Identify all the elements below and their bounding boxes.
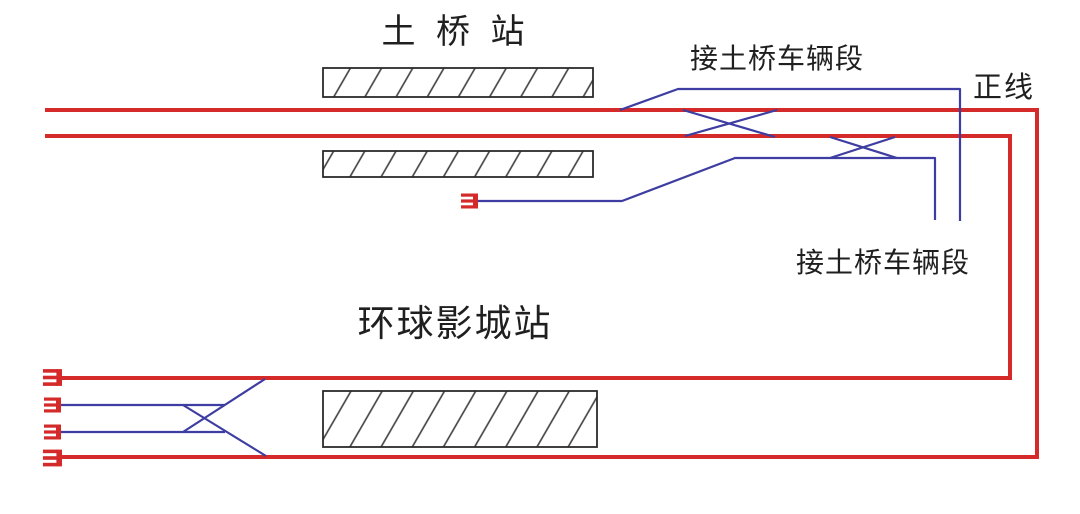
- main-crossover-leg-2: [684, 108, 778, 138]
- buffer-stop-icon: [44, 397, 61, 413]
- main-line-outer: [45, 108, 1039, 459]
- main-line-inner: [45, 134, 1012, 380]
- buffer-stop-icon: [44, 424, 61, 440]
- storage-diagonal-down: [182, 404, 267, 457]
- platform-tuqiao-lower: [322, 150, 594, 178]
- platforms: [322, 67, 598, 448]
- siding-lines: [61, 87, 962, 457]
- main-lines: [45, 108, 1039, 459]
- siding-crossover-leg-2: [829, 135, 896, 160]
- station-label-universal: 环球影城站: [357, 304, 553, 345]
- depot-connection-upper: [619, 87, 962, 221]
- buffer-stop-icon: [42, 369, 62, 386]
- station-label-tuqiao: 土 桥 站: [381, 14, 531, 51]
- buffer-stop-icon: [42, 449, 62, 467]
- pocket-track-depot-connection-lower: [478, 156, 937, 220]
- storage-diagonal-up: [182, 378, 266, 433]
- buffer-stop-icon: [461, 193, 478, 209]
- main-line-label: 正线: [972, 72, 1036, 104]
- depot-link-label-lower: 接土桥车辆段: [795, 248, 971, 279]
- platform-universal: [322, 390, 598, 448]
- depot-link-label-upper: 接土桥车辆段: [689, 44, 865, 75]
- platform-tuqiao-upper: [322, 67, 594, 98]
